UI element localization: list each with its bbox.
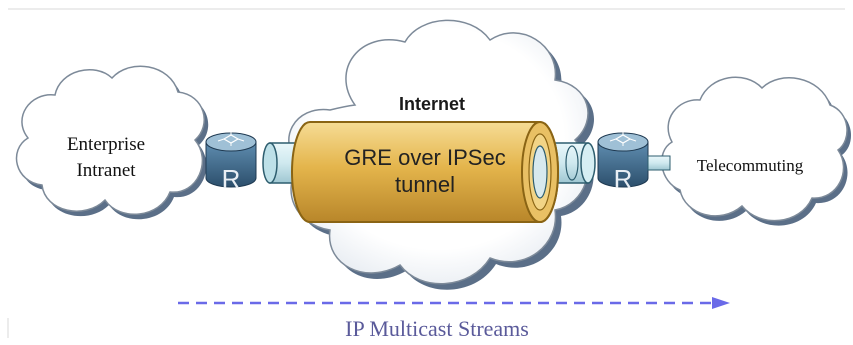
right-connector-icon <box>647 155 671 171</box>
enterprise-label-line1: Enterprise <box>67 134 145 155</box>
router-left-label: R <box>222 164 241 194</box>
tunnel-label-line2: tunnel <box>395 172 455 197</box>
internet-label: Internet <box>399 94 465 114</box>
telecommuting-label: Telecommuting <box>697 156 804 175</box>
enterprise-cloud-icon <box>15 65 209 220</box>
router-right-label: R <box>614 164 633 194</box>
router-right-icon: R <box>597 132 649 194</box>
telecommuting-label-bg <box>672 150 824 180</box>
tunnel-cylinder-icon <box>291 121 559 223</box>
multicast-stream-arrow-icon <box>178 297 730 309</box>
tunnel-label-line1: GRE over IPSec <box>344 145 505 170</box>
router-left-icon: R <box>205 132 257 194</box>
enterprise-label-line2: Intranet <box>76 160 136 181</box>
telecommuting-cloud-icon <box>661 76 852 226</box>
multicast-stream-label: IP Multicast Streams <box>345 316 529 341</box>
